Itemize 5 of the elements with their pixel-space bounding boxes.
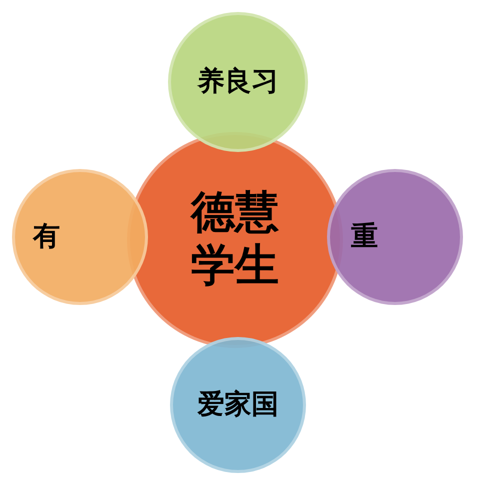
circle-label: 爱家国 [196,388,280,422]
circle-label: 德慧学生 [189,187,280,293]
circle-label: 养良习 [196,66,280,98]
circle-label: 重 [351,220,378,254]
circle-label: 有 [33,220,60,254]
